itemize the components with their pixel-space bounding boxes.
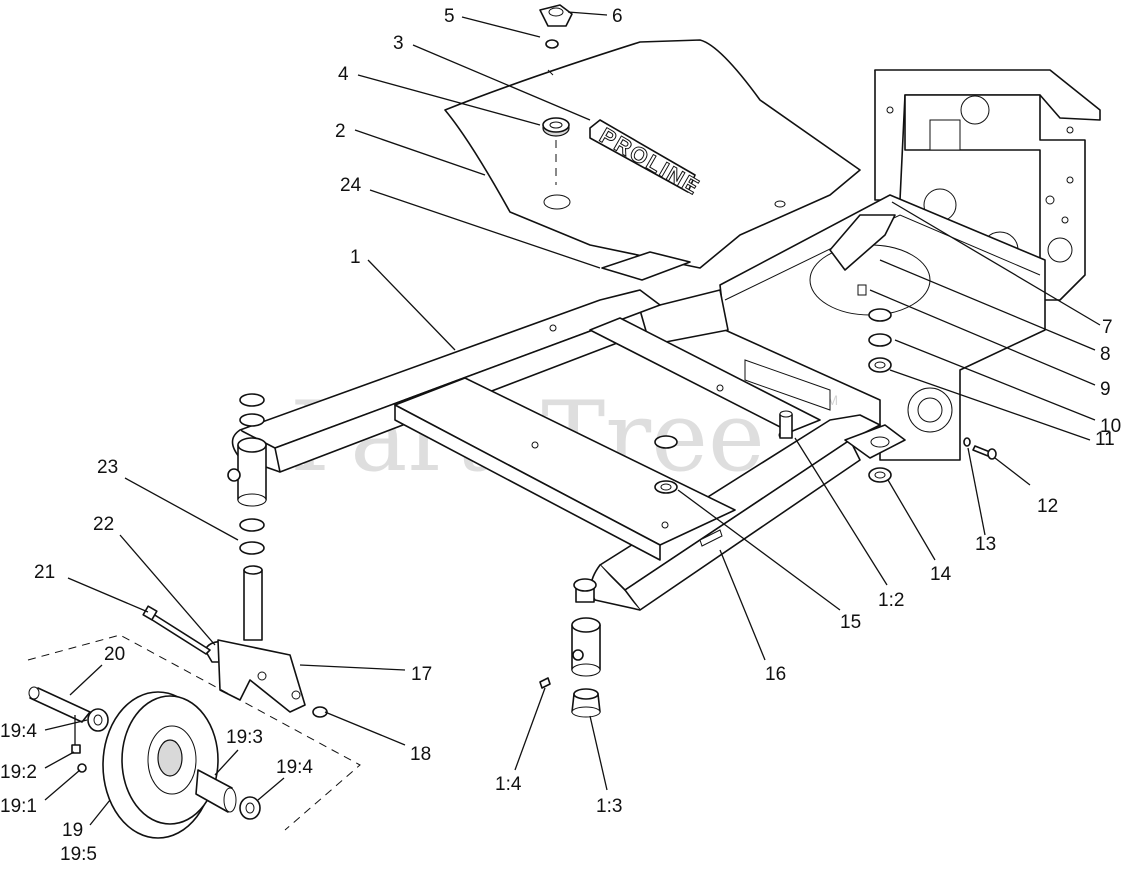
callout-labels: 5 6 3 4 2 24 1 7 8 9 10 11 12 13 14 1:2 …	[0, 6, 1121, 865]
pivot-bushing[interactable]	[868, 467, 892, 483]
callout-15: 15	[840, 612, 861, 633]
leader-lines	[44, 11, 1101, 826]
nut[interactable]	[312, 706, 328, 718]
lock-washer[interactable]	[963, 437, 971, 447]
grease-fitting-spindle[interactable]	[539, 677, 551, 689]
callout-18: 18	[410, 744, 431, 765]
wheel-group-boundary	[27, 634, 361, 831]
left-spindle-housing[interactable]	[227, 393, 267, 507]
callout-1-3: 1:3	[596, 796, 622, 817]
callout-3: 3	[393, 33, 404, 54]
center-washers[interactable]	[654, 435, 678, 494]
right-spindle-cap[interactable]	[573, 578, 597, 603]
wheel-bushing[interactable]	[195, 769, 237, 813]
callout-1-2: 1:2	[878, 590, 904, 611]
callout-1: 1	[350, 247, 361, 268]
callout-2: 2	[335, 121, 346, 142]
callout-19-2: 19:2	[0, 762, 37, 783]
callout-7: 7	[1102, 317, 1113, 338]
spacer-tube[interactable]	[28, 686, 91, 723]
callout-24: 24	[340, 175, 362, 196]
callout-9: 9	[1100, 379, 1111, 400]
wheel-bearing-left[interactable]	[87, 708, 109, 732]
front-frame[interactable]	[231, 289, 881, 611]
pivot-pin[interactable]	[779, 410, 793, 439]
callout-23: 23	[97, 457, 118, 478]
callout-19-3: 19:3	[226, 727, 263, 748]
callout-19: 19	[62, 820, 83, 841]
seat-bracket[interactable]	[639, 214, 896, 346]
wheel-bearing-right[interactable]	[239, 796, 261, 820]
callout-6: 6	[612, 6, 623, 27]
callout-5: 5	[444, 6, 455, 27]
seat-pad[interactable]	[601, 251, 691, 281]
right-spindle-bushing[interactable]	[571, 688, 601, 718]
bolt[interactable]	[972, 445, 997, 460]
callout-14: 14	[930, 564, 952, 585]
callout-11: 11	[1095, 429, 1115, 450]
washer[interactable]	[545, 39, 559, 49]
callout-1-4: 1:4	[495, 774, 522, 795]
callout-16: 16	[765, 664, 786, 685]
callout-22: 22	[93, 514, 114, 535]
callout-12: 12	[1037, 496, 1058, 517]
pivot-washer-stack[interactable]	[868, 308, 892, 373]
right-spindle-housing[interactable]	[571, 617, 601, 677]
callout-19-5: 19:5	[60, 844, 97, 865]
grease-fitting-wheel[interactable]	[71, 744, 81, 754]
rear-frame-housing[interactable]	[874, 69, 1101, 301]
callout-19-4-right: 19:4	[276, 757, 313, 778]
knob[interactable]	[539, 4, 573, 27]
callout-4: 4	[338, 64, 349, 85]
caster-fork[interactable]	[217, 565, 306, 713]
callout-19-1: 19:1	[0, 796, 37, 817]
left-spindle-washers[interactable]	[239, 518, 265, 555]
caster-wheel[interactable]	[102, 691, 219, 839]
callout-13: 13	[975, 534, 996, 555]
callout-19-4-left: 19:4	[0, 721, 37, 742]
grommet[interactable]	[542, 117, 570, 185]
callout-10: 10	[1100, 416, 1121, 437]
pivot-tab[interactable]	[844, 424, 906, 459]
callout-21: 21	[34, 562, 55, 583]
callout-8: 8	[1100, 344, 1111, 365]
callout-17: 17	[411, 664, 432, 685]
axle-bolt[interactable]	[142, 605, 211, 655]
callout-20: 20	[104, 644, 125, 665]
